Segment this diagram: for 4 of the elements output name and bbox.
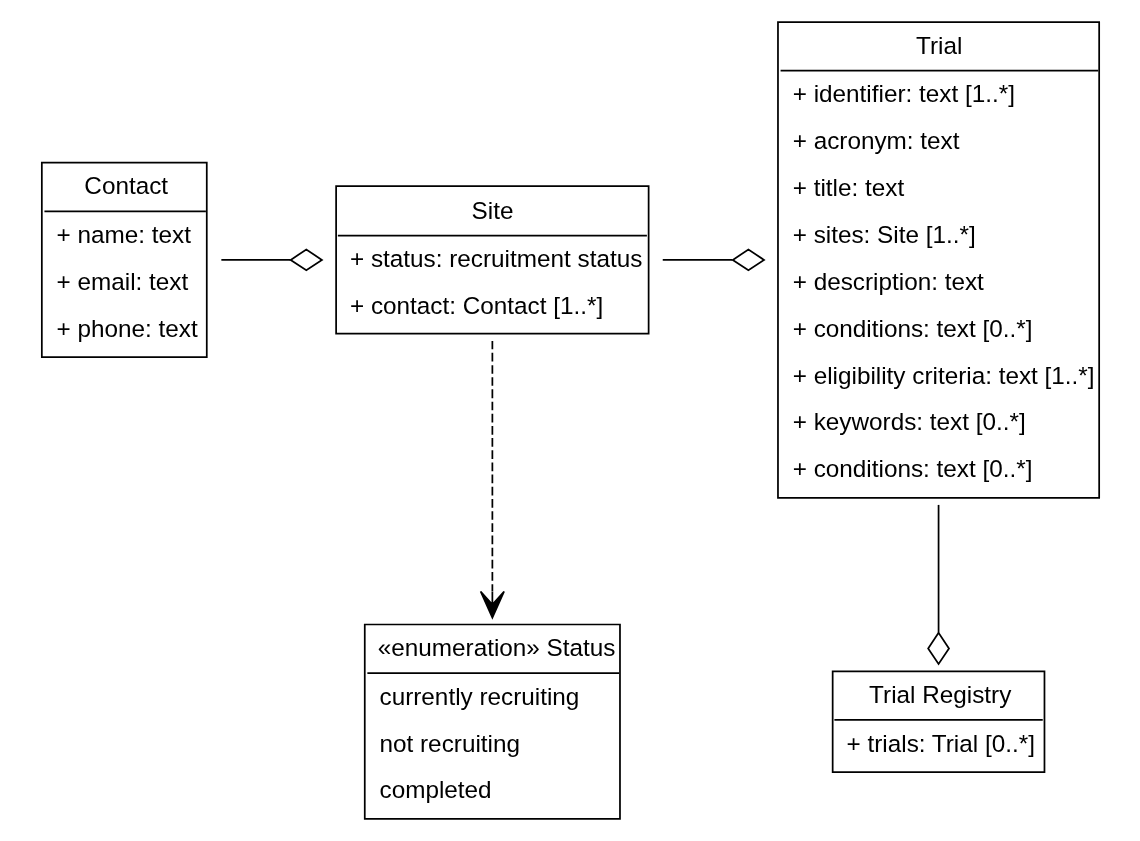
connector bbox=[926, 504, 950, 666]
arrow bbox=[479, 340, 505, 619]
connector bbox=[220, 248, 323, 272]
connector bbox=[661, 248, 766, 272]
